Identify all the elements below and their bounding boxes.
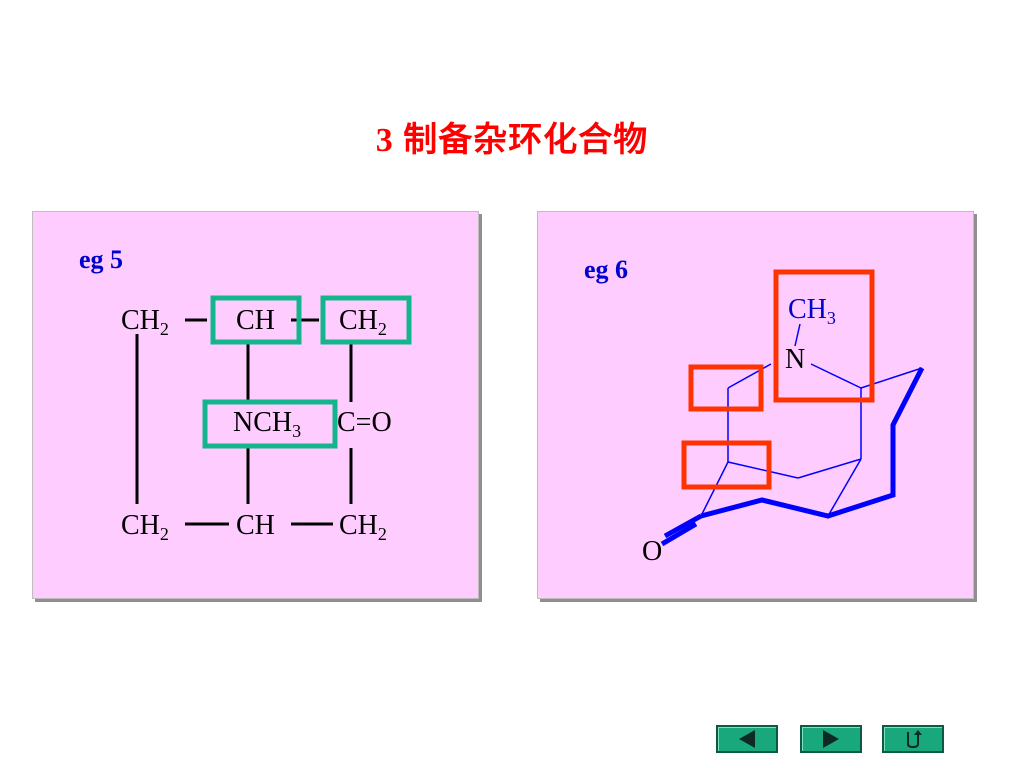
previous-button[interactable] <box>716 725 778 753</box>
atom-bottom-right: CH2 <box>339 510 387 544</box>
atom-bottom-left: CH2 <box>121 510 169 544</box>
atom-nitrogen-methyl: NCH3 <box>233 407 301 441</box>
highlight-box-alpha-carbon <box>681 440 772 490</box>
bond-inner-left <box>727 461 799 479</box>
carbonyl-bond-1 <box>663 513 703 539</box>
arrow-right-icon <box>823 730 839 748</box>
next-button[interactable] <box>800 725 862 753</box>
highlight-box-ch <box>210 295 302 345</box>
highlight-box-n-methyl <box>773 269 875 403</box>
bond-n-bridge-left <box>727 363 772 389</box>
highlight-box-nch3 <box>202 399 338 449</box>
example-5-label: eg 5 <box>79 245 123 274</box>
highlight-box-ch2 <box>320 295 412 345</box>
carbonyl-bond-2 <box>660 521 698 547</box>
atom-methyl: CH3 <box>788 294 836 328</box>
slide-title: 3 制备杂环化合物 <box>375 122 649 159</box>
return-button[interactable] <box>882 725 944 753</box>
return-icon <box>907 730 922 749</box>
atom-top-right: CH2 <box>339 305 387 339</box>
bold-ring-bonds <box>700 366 925 519</box>
bond-inner-right <box>797 458 862 479</box>
atom-carbonyl: C=O <box>337 407 392 438</box>
example-6-structure: eg 6 CH3 N O <box>584 255 925 567</box>
example-5-structure: eg 5 CH2 CH CH2 NCH3 C=O CH2 CH CH2 <box>79 245 412 544</box>
highlight-box-bridge-carbon <box>688 364 764 412</box>
example-6-bold-bonds <box>660 366 925 547</box>
example-6-panel: eg 6 CH3 N O <box>537 211 974 599</box>
atom-bottom-center: CH <box>236 510 275 541</box>
atom-nitrogen: N <box>785 344 805 375</box>
arrow-left-icon <box>739 730 755 748</box>
atom-top-left: CH2 <box>121 305 169 339</box>
example-5-bonds <box>135 318 353 526</box>
atom-top-center: CH <box>236 305 275 336</box>
bond-right-lower <box>827 458 862 517</box>
atom-oxygen: O <box>642 536 662 567</box>
bond-n-methyl <box>794 323 801 347</box>
example-5-panel: eg 5 CH2 CH CH2 NCH3 C=O CH2 CH CH2 <box>32 211 479 599</box>
bond-n-bridge-right <box>810 363 862 389</box>
example-6-label: eg 6 <box>584 255 628 284</box>
